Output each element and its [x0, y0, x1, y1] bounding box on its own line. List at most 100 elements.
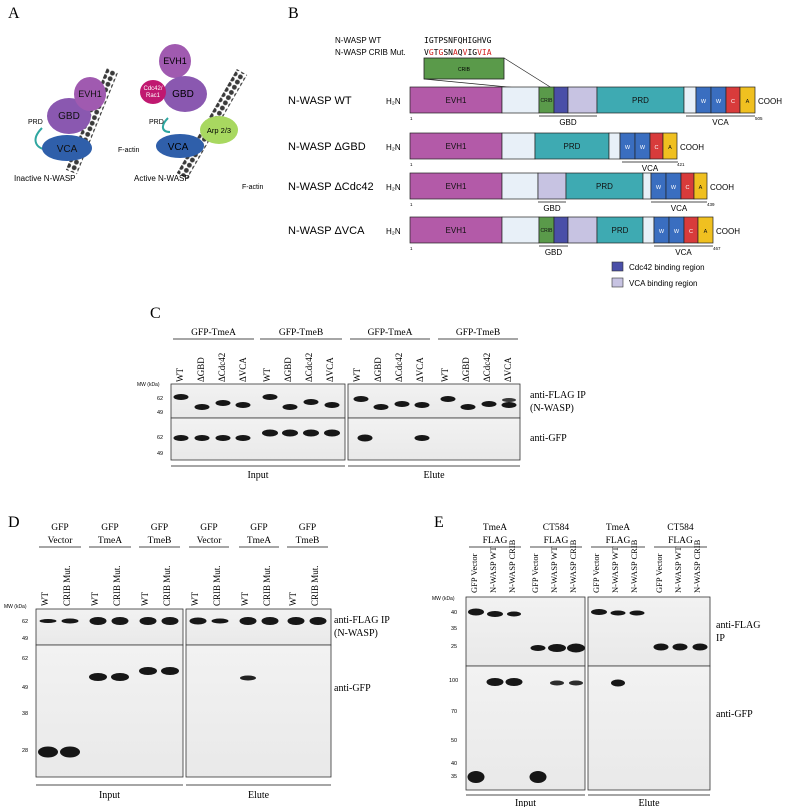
domain-evh1 [409, 216, 503, 244]
gfp-band [529, 771, 547, 783]
gfp-band [60, 746, 80, 758]
input-label: Input [247, 470, 268, 481]
group-header-line2: FLAG [668, 536, 693, 546]
group-header: GFP-TmeB [279, 328, 323, 338]
flag-band [139, 617, 157, 625]
flag-band [309, 617, 327, 625]
blot-box-bottom [185, 644, 332, 778]
mw-header: MW (kDa) [137, 382, 160, 388]
arp23-complex [200, 116, 238, 144]
lane-label: CRIB Mut. [112, 565, 122, 606]
gfp-band [357, 434, 373, 442]
group-header-line1: GFP [250, 523, 267, 533]
lane-label: CRIB Mut. [162, 565, 172, 606]
lane-label: ΔVCA [415, 357, 425, 382]
lane-label: N-WASP CRIB [629, 539, 639, 593]
construct-end-residue: 505 [755, 116, 763, 121]
gfp-band [505, 678, 523, 686]
group-header-line2: Vector [48, 536, 74, 546]
construct-start-residue: 1 [410, 246, 413, 251]
group-header: GFP-TmeA [191, 328, 236, 338]
panel-b: B N-WASP WT N-WASP CRIB Mut. IGTPSNFQHIG… [288, 5, 782, 288]
domain-label-prd: PRD [564, 142, 581, 151]
construct-n-terminus: H₂N [386, 143, 401, 152]
domain-prd [596, 216, 644, 244]
lane-label: CRIB Mut. [262, 565, 272, 606]
flag-band [189, 617, 207, 625]
elute-label: Elute [248, 790, 270, 801]
domain-label-prd: PRD [596, 182, 613, 191]
lane-label: ΔGBD [373, 357, 383, 382]
evh1-domain-active [159, 44, 191, 78]
mw-marker: 50 [451, 738, 457, 744]
flag-band [692, 643, 708, 651]
domain-label-c: C [689, 229, 693, 235]
blot-label-flag: anti-FLAG IP [530, 390, 586, 401]
blot-label-nwasp: (N-WASP) [530, 403, 574, 414]
domain-gap [501, 132, 536, 160]
mw-marker: 40 [451, 610, 457, 616]
gfp-band [38, 746, 58, 758]
mw-header: MW (kDa) [4, 604, 27, 610]
domain-label-w: W [674, 229, 680, 235]
evh1-label-active: EVH1 [163, 56, 187, 66]
domain-label-a: A [746, 99, 750, 105]
vca-bracket-label: VCA [671, 204, 688, 213]
flag-band [239, 617, 257, 625]
lane-label: ΔVCA [325, 357, 335, 382]
domain-label-w: W [656, 185, 662, 191]
flag-band [501, 402, 517, 408]
group-header-line1: CT584 [667, 523, 694, 533]
group-header-line1: GFP [200, 523, 217, 533]
group-header-line2: FLAG [606, 536, 631, 546]
flag-band [440, 396, 456, 402]
inactive-nwasp-diagram: EVH1 GBD VCA PRD F-actin Inactive N-WASP [14, 67, 140, 183]
gbd-label-active: GBD [172, 89, 194, 100]
construct-c-terminus: COOH [716, 227, 740, 236]
gfp-band [611, 679, 625, 687]
domain-prd [596, 86, 685, 114]
blot-box-top [35, 608, 184, 646]
flag-band [261, 617, 279, 625]
gfp-band [173, 435, 189, 441]
flag-band [39, 619, 57, 623]
vca-domain [42, 135, 92, 161]
flag-band [235, 402, 251, 408]
domain-vcab [567, 216, 598, 244]
domain-cdc [553, 86, 569, 114]
gfp-band [194, 435, 210, 441]
domain-gap [501, 86, 540, 114]
domain-label-prd: PRD [612, 226, 629, 235]
lane-label: ΔVCA [503, 357, 513, 382]
lane-label: WT [175, 368, 185, 382]
domain-label-c: C [731, 99, 735, 105]
flag-band [353, 396, 369, 402]
vca-label: VCA [57, 144, 78, 155]
lane-label: WT [90, 592, 100, 606]
group-header-line2: TmeA [98, 536, 122, 546]
mw-marker: 49 [22, 636, 28, 642]
domain-label-c: C [686, 185, 690, 191]
mw-marker: 25 [451, 644, 457, 650]
mw-marker: 49 [157, 451, 163, 457]
flag-band [303, 399, 319, 405]
active-nwasp-diagram: EVH1 GBD Cdc42/ Rac1 VCA Arp 2/3 PRD F-a… [134, 44, 264, 191]
vca-label-active: VCA [168, 142, 189, 153]
gfp-band [324, 429, 340, 437]
group-header-line1: GFP [101, 523, 118, 533]
flag-band [414, 402, 430, 408]
gfp-band [569, 680, 583, 686]
flag-band [215, 400, 231, 406]
vca-bracket-label: VCA [712, 118, 729, 127]
gbd-domain-active [163, 76, 207, 112]
mw-marker: 62 [22, 656, 28, 662]
flag-band [460, 404, 476, 410]
blot-box-top [170, 383, 346, 419]
flag-band [481, 401, 497, 407]
elute-label: Elute [423, 470, 445, 481]
gbd-bracket-label: GBD [559, 118, 577, 127]
